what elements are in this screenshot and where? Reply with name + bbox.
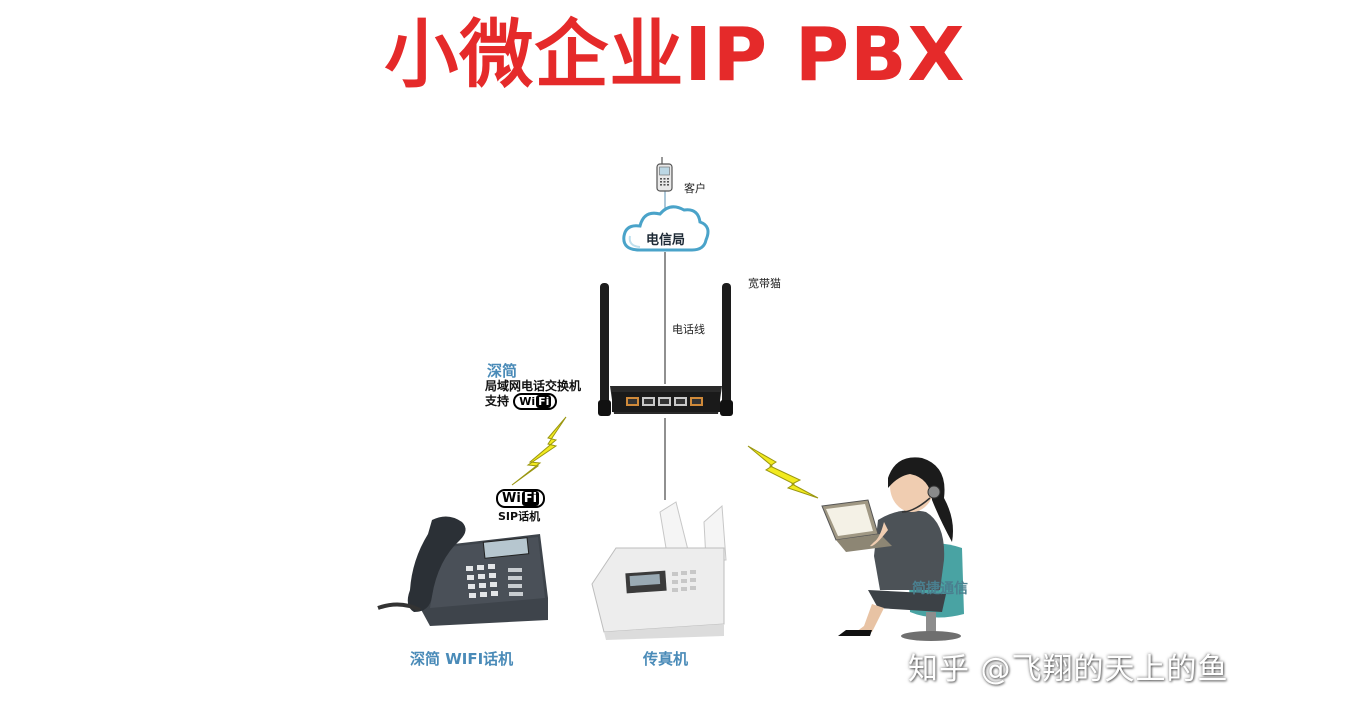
cloud-icon bbox=[622, 205, 710, 252]
operator-illustration bbox=[821, 457, 964, 641]
pbx-support-text: 支持 bbox=[485, 394, 510, 408]
sip-phone-label: SIP话机 bbox=[498, 510, 541, 523]
pbx-description: 局域网电话交换机 bbox=[485, 379, 582, 393]
pbx-name: 深简 bbox=[487, 362, 518, 380]
mobile-phone-icon bbox=[656, 157, 673, 192]
ip-phone-image bbox=[377, 516, 548, 626]
wifi-phone-label: 深简 WIFI话机 bbox=[410, 650, 514, 668]
chair-brand-label: 简捷通信 bbox=[912, 581, 968, 597]
fax-label: 传真机 bbox=[643, 650, 689, 668]
fax-machine-image bbox=[591, 501, 727, 640]
lightning-left-icon bbox=[511, 416, 567, 486]
page-title: 小微企业IP PBX bbox=[384, 12, 966, 98]
lightning-right-icon bbox=[747, 445, 819, 499]
phone-line-label: 电话线 bbox=[672, 323, 705, 336]
telecom-label: 电信局 bbox=[646, 233, 686, 248]
router-icon bbox=[598, 283, 733, 416]
modem-label: 宽带猫 bbox=[748, 277, 781, 290]
customer-label: 客户 bbox=[684, 182, 706, 195]
watermark-text: 知乎 @飞翔的天上的鱼 bbox=[908, 652, 1229, 687]
